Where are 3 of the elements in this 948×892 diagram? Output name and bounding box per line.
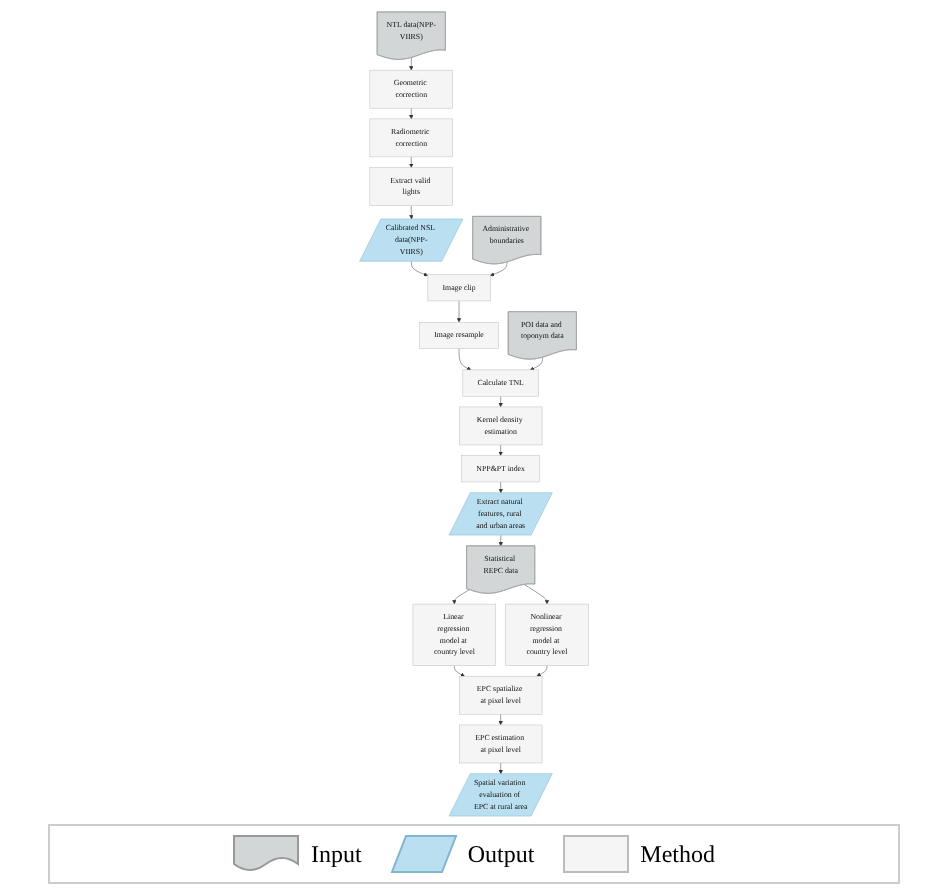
legend-label: Input bbox=[310, 839, 362, 869]
legend-label: Output bbox=[467, 839, 535, 869]
legend-label: Method bbox=[640, 839, 716, 869]
